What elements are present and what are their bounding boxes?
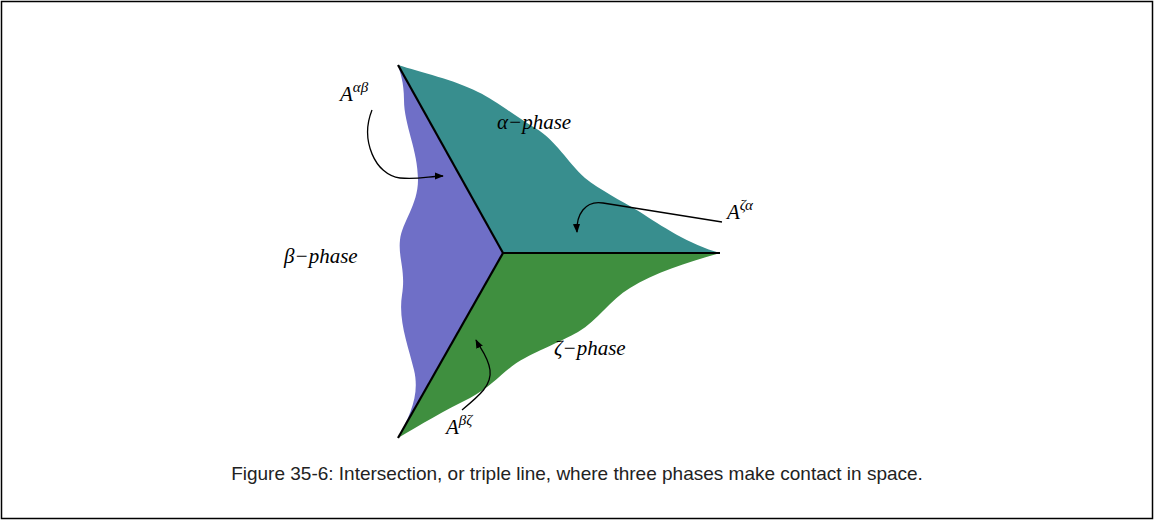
phase-label: β−phase <box>284 246 358 267</box>
interface-edge <box>398 65 503 253</box>
phase-label: ζ−phase <box>554 338 626 359</box>
phase-label: α−phase <box>497 112 571 133</box>
leader-arrow <box>462 340 490 410</box>
interface-edge <box>503 252 720 254</box>
leader-arrow <box>368 110 443 179</box>
interface-area-label: Aζα <box>727 198 753 223</box>
zeta-phase-region <box>398 253 720 438</box>
figure-caption: Figure 35-6: Intersection, or triple lin… <box>231 463 923 486</box>
leader-arrow <box>577 203 722 232</box>
alpha-phase-region <box>398 65 720 253</box>
interface-area-label: Aαβ <box>340 80 368 105</box>
interface-edge <box>398 253 503 438</box>
interface-area-label: Aβζ <box>446 413 472 438</box>
